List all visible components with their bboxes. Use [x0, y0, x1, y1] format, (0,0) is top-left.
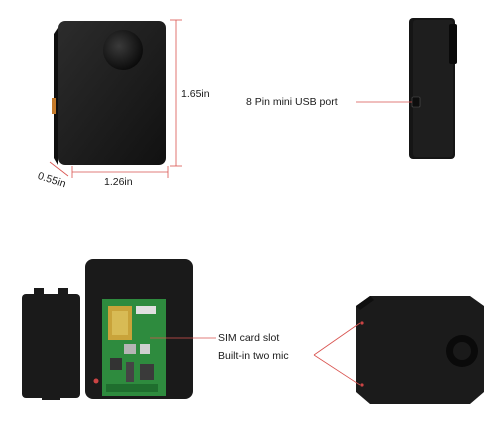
device-open-view — [85, 259, 193, 399]
mic-hole-icon — [360, 383, 364, 387]
battery-cover — [22, 288, 80, 400]
device-side-view — [409, 18, 457, 159]
device-angled-view — [356, 296, 484, 404]
mini-usb-port-icon — [411, 96, 421, 108]
mic-label: Built-in two mic — [218, 350, 289, 362]
mic-callout-lines — [313, 322, 361, 386]
height-label: 1.65in — [181, 88, 210, 100]
device-front-view — [52, 21, 166, 165]
width-label: 1.26in — [104, 176, 133, 188]
mic-hole-icon — [93, 378, 99, 384]
side-port-icon — [52, 98, 56, 114]
usb-port-label: 8 Pin mini USB port — [246, 96, 338, 108]
mic-hole-icon — [360, 321, 364, 325]
depth-dimension-line — [49, 161, 69, 177]
sim-slot-label: SIM card slot — [218, 332, 280, 344]
camera-lens-icon — [103, 30, 143, 70]
dimension-lines — [49, 19, 182, 178]
